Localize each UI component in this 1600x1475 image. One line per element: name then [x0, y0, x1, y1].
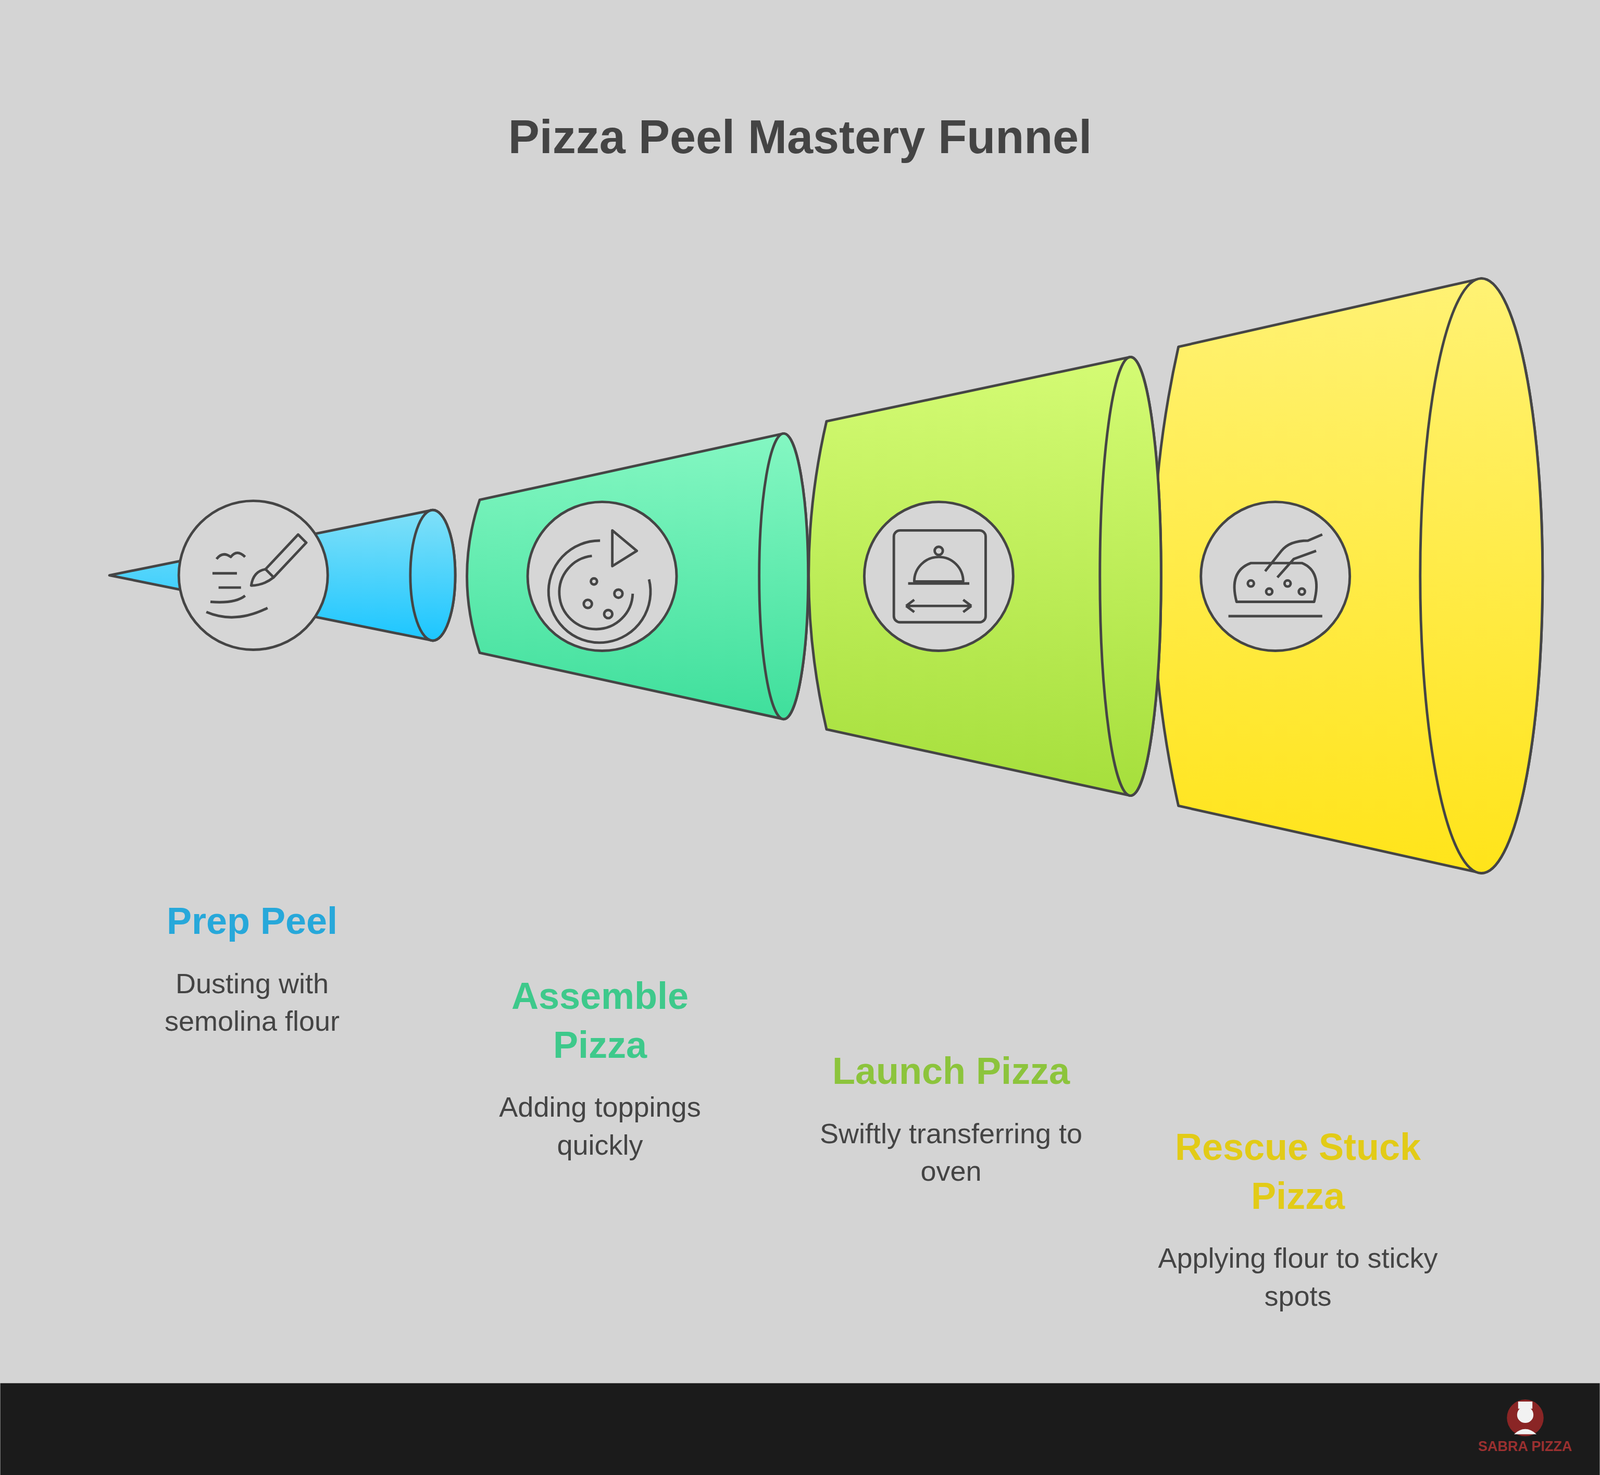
pizza-icon [527, 502, 677, 652]
step-heading: Rescue Stuck Pizza [1146, 1122, 1449, 1221]
funnel-segment [808, 356, 1162, 796]
step-heading: Launch Pizza [800, 1046, 1103, 1096]
funnel-face [759, 433, 809, 719]
step-heading: Prep Peel [132, 896, 372, 946]
funnel-face [1420, 278, 1543, 874]
funnel-stage: Prep PeelDusting with semolina flour [132, 896, 372, 1041]
oven-icon [864, 502, 1014, 652]
step-description: Adding toppings quickly [477, 1088, 723, 1165]
funnel-stage: Launch PizzaSwiftly transferring to oven [800, 1046, 1103, 1191]
funnel-segment [467, 433, 809, 719]
funnel-face [1100, 356, 1162, 796]
funnel-segment [1153, 278, 1543, 874]
funnel-face [410, 509, 456, 641]
brush-icon [178, 501, 328, 650]
step-description: Swiftly transferring to oven [800, 1114, 1103, 1191]
dough-icon [1201, 502, 1350, 652]
logo-icon [1506, 1399, 1544, 1437]
step-heading: Assemble Pizza [477, 971, 723, 1070]
funnel-stage: Assemble PizzaAdding toppings quickly [477, 971, 723, 1165]
diagram-title: Pizza Peel Mastery Funnel [0, 110, 1600, 165]
footer-bar [0, 1383, 1600, 1475]
step-description: Dusting with semolina flour [132, 964, 372, 1041]
step-description: Applying flour to sticky spots [1146, 1239, 1449, 1316]
logo-wordmark: SABRA PIZZA [1478, 1438, 1573, 1455]
funnel-stage: Rescue Stuck PizzaApplying flour to stic… [1146, 1122, 1449, 1316]
